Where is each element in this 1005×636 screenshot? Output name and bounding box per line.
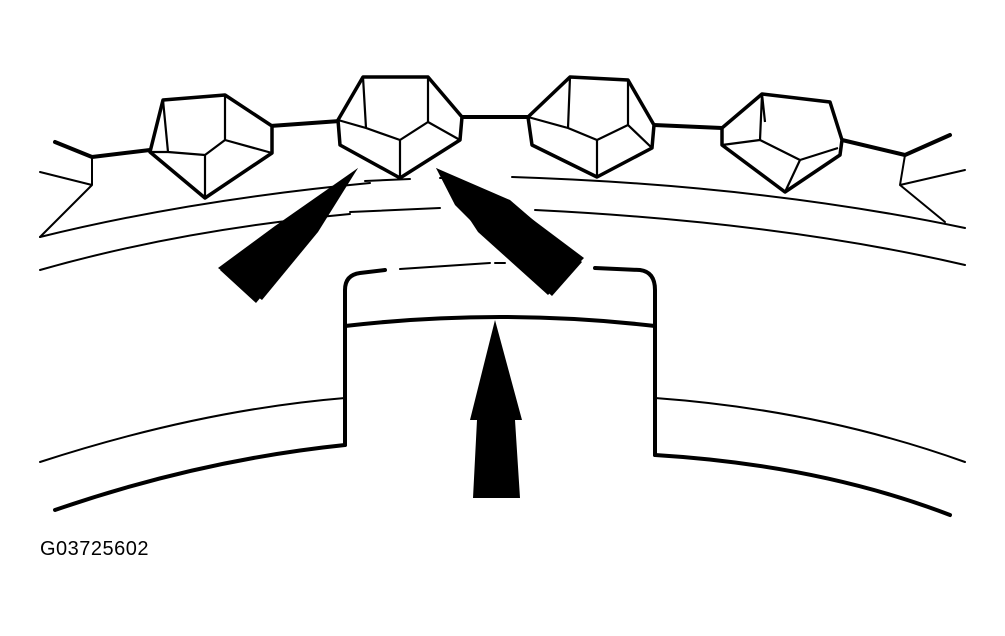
core-block-top-dash-a: [399, 262, 491, 270]
wheel-arc-line-upper: [39, 182, 371, 238]
diamond-segment-4: [720, 92, 844, 194]
rim-right-notch: [899, 154, 966, 223]
wheel-arc-line-middle-right: [534, 209, 966, 266]
rim-left-edge: [53, 140, 152, 159]
arrow-up-center: [470, 320, 522, 498]
rim-between-3-4: [652, 123, 724, 130]
wheel-bottom-arc-right: [653, 453, 952, 517]
lower-arc-left: [39, 397, 346, 463]
arrow-right-diagonal: [436, 168, 584, 296]
core-block-crown-line: [343, 315, 657, 328]
wheel-arc-dash-b: [349, 207, 441, 213]
wheel-bottom-arc-left: [53, 443, 347, 512]
wheel-arc-line-upper-right: [511, 176, 966, 229]
arrow-left-diagonal: [218, 168, 358, 303]
rim-left-notch: [39, 156, 93, 238]
lower-arc-right: [654, 397, 966, 463]
diamond-segment-3: [526, 75, 656, 179]
core-block-outline: [343, 266, 657, 457]
diamond-segment-2: [336, 75, 464, 180]
diamond-segment-1: [148, 93, 274, 200]
wheel-arc-dash-a: [364, 178, 411, 182]
figure-code-label: G03725602: [40, 538, 150, 560]
rim-right-edge: [840, 133, 952, 157]
rim-between-1-2: [268, 119, 342, 128]
